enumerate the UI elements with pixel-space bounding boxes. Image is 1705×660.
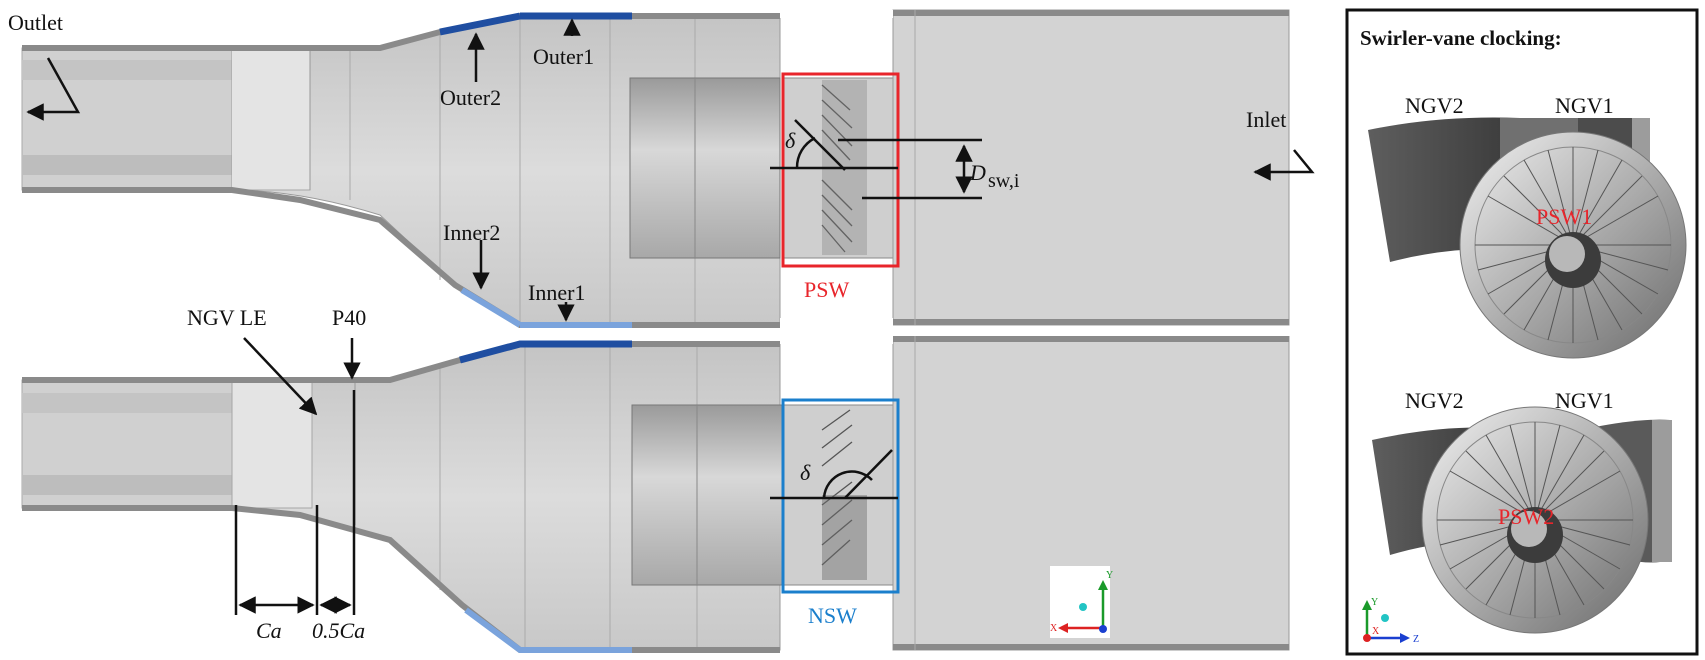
main-axis-x-label: X bbox=[1050, 623, 1058, 634]
outer2-label: Outer2 bbox=[440, 85, 501, 110]
top-ngv1-label: NGV1 bbox=[1555, 93, 1614, 118]
main-axis-y-label: Y bbox=[1106, 570, 1113, 581]
d-sw-subscript: sw,i bbox=[988, 170, 1020, 192]
annotation-lines bbox=[26, 18, 1315, 615]
panel-title: Swirler-vane clocking: bbox=[1360, 26, 1562, 50]
nsw-label: NSW bbox=[808, 603, 857, 628]
top-swirler-disc bbox=[1459, 131, 1687, 359]
ca-label: Ca bbox=[256, 618, 282, 643]
panel-axis-z-label: Z bbox=[1413, 634, 1419, 645]
delta-bottom-label: δ bbox=[800, 460, 811, 485]
coordinate-triad-panel: Y X Z bbox=[1362, 597, 1419, 645]
nsw-box bbox=[781, 398, 900, 594]
bottom-ngv2-label: NGV2 bbox=[1405, 388, 1464, 413]
inner1-label: Inner1 bbox=[528, 280, 585, 305]
psw-label: PSW bbox=[804, 277, 849, 302]
inner2-segment bbox=[460, 287, 522, 328]
ngv-le-label: NGV LE bbox=[187, 305, 267, 330]
psw-box bbox=[781, 72, 900, 268]
psw1-label: PSW1 bbox=[1536, 204, 1592, 229]
outer1-label: Outer1 bbox=[533, 44, 594, 69]
top-ngv2-label: NGV2 bbox=[1405, 93, 1464, 118]
half-ca-label: 0.5Ca bbox=[312, 618, 365, 643]
delta-top-label: δ bbox=[785, 128, 796, 153]
inner2-label: Inner2 bbox=[443, 220, 500, 245]
coordinate-triad-main: Y X bbox=[1050, 566, 1113, 638]
inlet-label: Inlet bbox=[1246, 107, 1286, 132]
outer2-segment bbox=[439, 12, 521, 36]
p40-label: P40 bbox=[332, 305, 366, 330]
panel-axis-x-label: X bbox=[1372, 626, 1380, 637]
outlet-label: Outlet bbox=[8, 10, 63, 35]
top-duct bbox=[21, 9, 1290, 328]
bottom-ngv1-label: NGV1 bbox=[1555, 388, 1614, 413]
bottom-swirler-disc bbox=[1421, 406, 1649, 634]
swirler-clocking-panel: Swirler-vane clocking: NGV2 NGV1 bbox=[1345, 8, 1699, 656]
panel-axis-y-label: Y bbox=[1371, 597, 1378, 608]
psw2-label: PSW2 bbox=[1498, 504, 1554, 529]
d-sw-label: D bbox=[969, 160, 986, 185]
